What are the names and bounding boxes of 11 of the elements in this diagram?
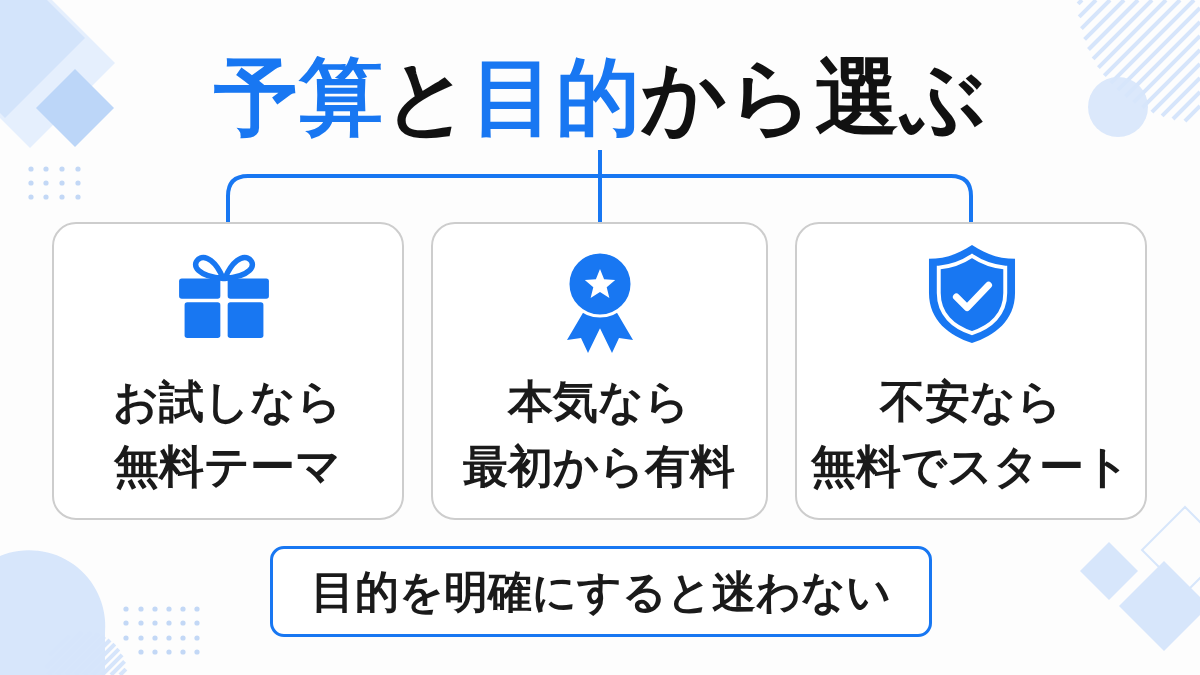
card-text: 無料でスタート [811,439,1130,495]
note-box: 目的を明確にすると迷わない [270,546,932,637]
option-card [795,222,1147,520]
heading: 予算と目的から選ぶ [213,45,987,150]
card-text: 不安なら [879,374,1062,430]
option-card [52,222,404,520]
card-text: 本気なら [508,374,690,430]
card-text: 無料テーマ [114,439,341,495]
card-text: 最初から有料 [463,439,735,495]
option-card [431,222,768,520]
card-text: お試しなら [113,374,342,430]
